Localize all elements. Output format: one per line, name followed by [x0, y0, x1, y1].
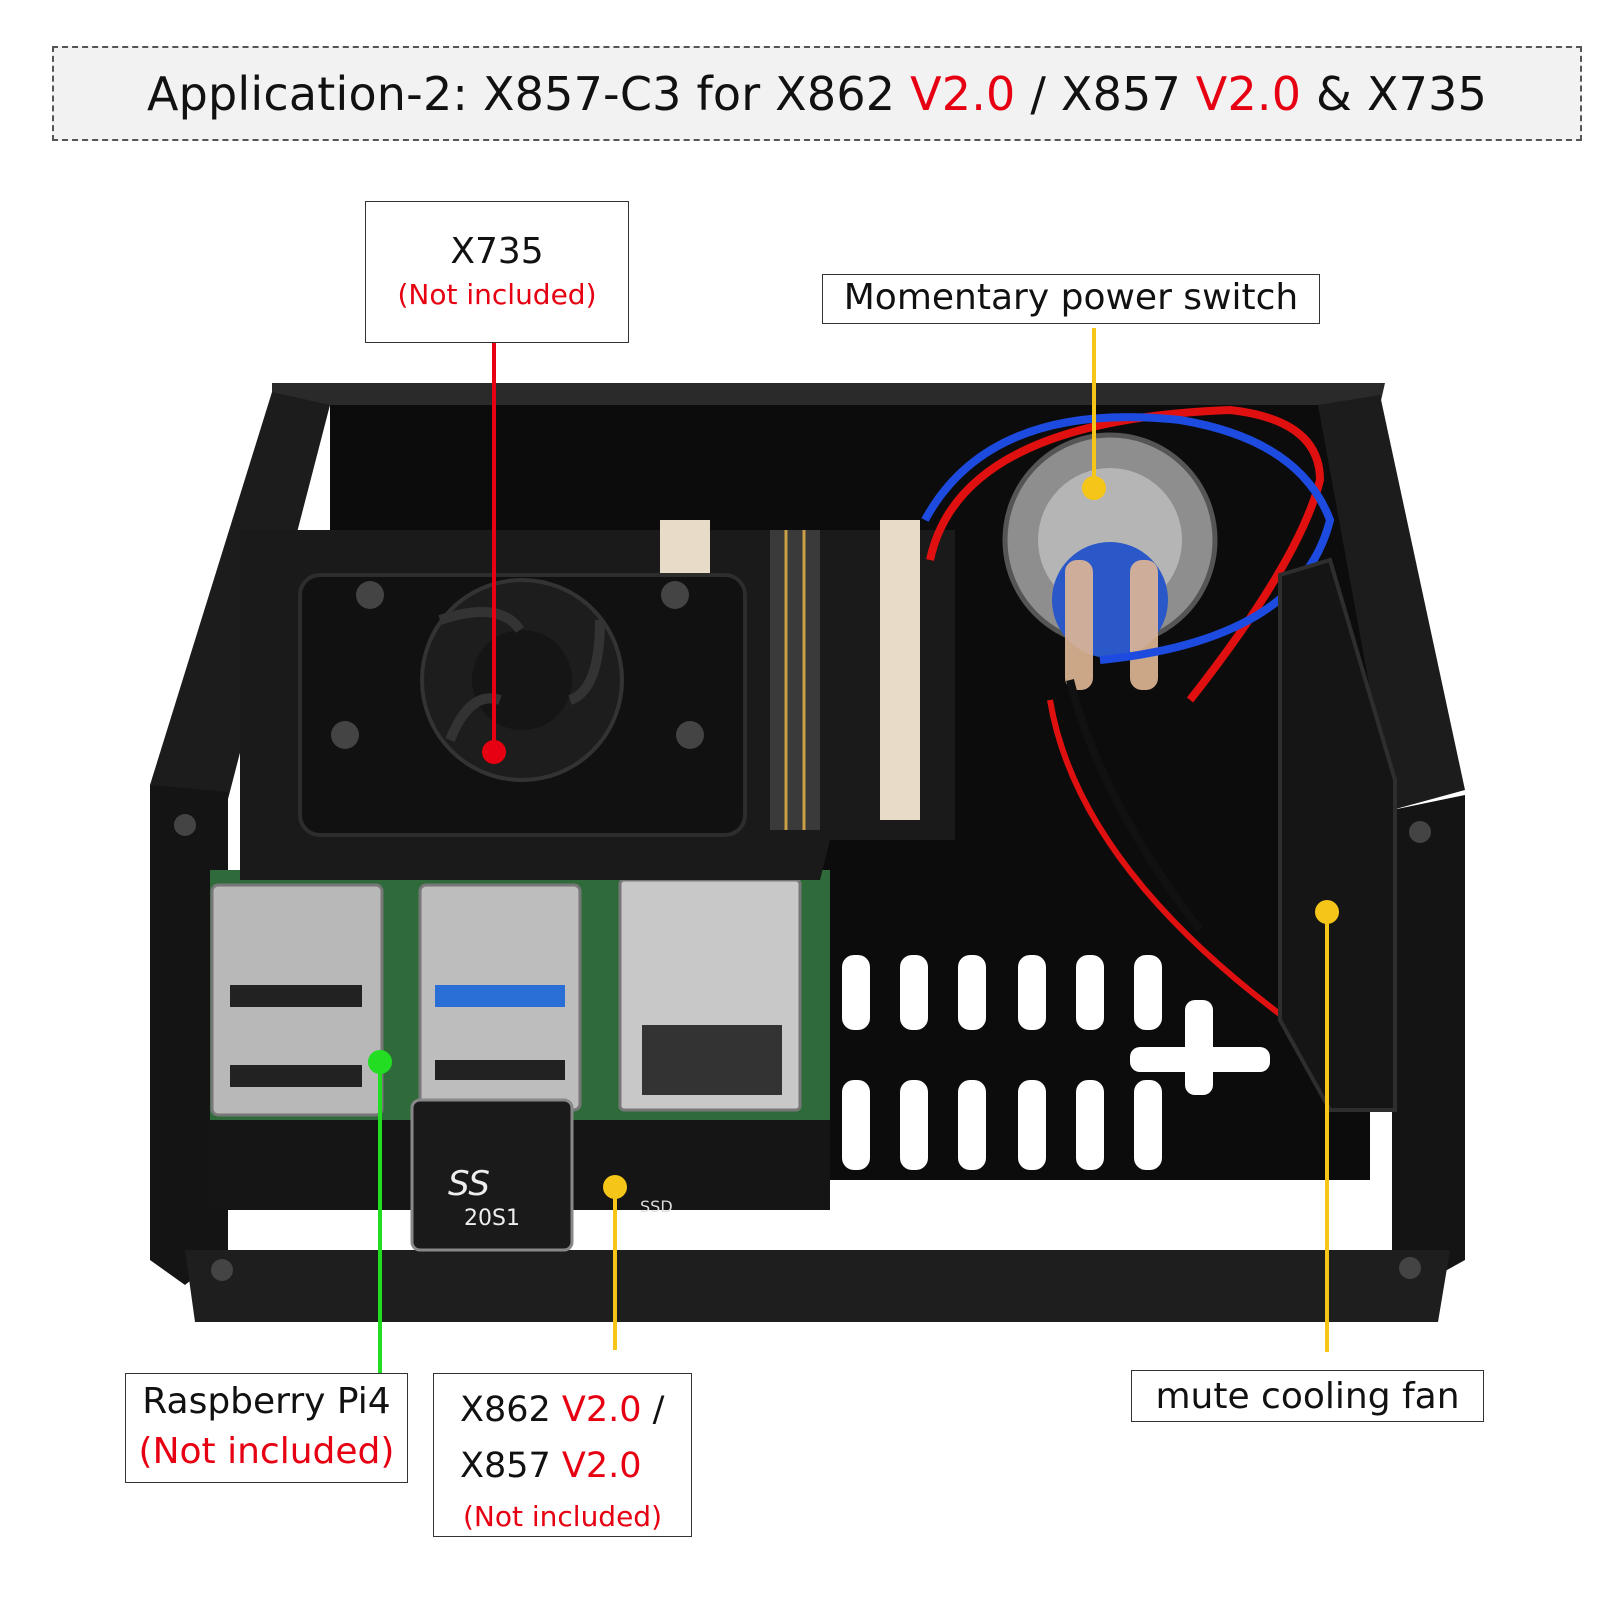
callout-x862-note: (Not included) — [462, 1500, 663, 1533]
callout-x862-line1: X862 V2.0 / — [434, 1382, 691, 1438]
screw-hole — [211, 1259, 233, 1281]
case-left-front — [150, 785, 228, 1285]
callout-x862-line1-model: X862 — [460, 1390, 562, 1430]
usb2-slot — [230, 985, 362, 1007]
vent-slots — [842, 955, 1270, 1170]
dot-x862 — [603, 1175, 627, 1199]
wire-red — [926, 405, 1325, 703]
usb3-slot — [435, 985, 565, 1007]
wire-red-fan — [1047, 699, 1332, 1053]
usb3-slot — [435, 1060, 565, 1080]
callout-x862-line1-sep: / — [641, 1390, 665, 1430]
usb-ss-mark: SS — [448, 1164, 490, 1204]
callout-x862-line2: X857 V2.0 — [434, 1438, 691, 1494]
callout-pi4-note: (Not included) — [138, 1431, 395, 1472]
callout-power-switch: Momentary power switch — [822, 274, 1320, 324]
ethernet-jack — [642, 1025, 782, 1095]
usb-bridge — [410, 1098, 574, 1252]
title-banner: Application-2: X857-C3 for X862 V2.0 / X… — [52, 46, 1582, 141]
callout-x862-line1-version: V2.0 — [561, 1390, 642, 1430]
title-version-1: V2.0 — [910, 66, 1016, 121]
side-fan — [1278, 557, 1397, 1112]
wire-blue — [921, 413, 1335, 664]
ssd-mark: SSD — [640, 1197, 673, 1216]
callout-raspberry-pi4: Raspberry Pi4 (Not included) — [125, 1373, 408, 1483]
title-suffix: & X735 — [1301, 66, 1488, 121]
callout-pi4-name: Raspberry Pi4 — [142, 1381, 391, 1422]
callout-x735-note: (Not included) — [397, 278, 597, 311]
callout-x862-line2-model: X857 — [460, 1446, 562, 1486]
dot-pi4 — [368, 1050, 392, 1074]
callout-x862-line2-version: V2.0 — [561, 1446, 642, 1486]
screw-hole — [1399, 1257, 1421, 1279]
gpio-header — [770, 530, 820, 830]
title-version-2: V2.0 — [1195, 66, 1302, 121]
title-prefix: Application-2: X857-C3 for X862 — [146, 66, 911, 121]
jst-connector — [880, 520, 920, 820]
screw-hole — [1409, 821, 1431, 843]
usb2-slot — [230, 1065, 362, 1087]
case-top-rim — [272, 383, 1385, 405]
callout-x735: X735 (Not included) — [365, 201, 629, 343]
dot-fan — [1315, 900, 1339, 924]
dot-x735 — [482, 740, 506, 764]
dot-switch — [1082, 476, 1106, 500]
case-bottom — [185, 1250, 1450, 1322]
screw-hole — [174, 814, 196, 836]
callout-x735-name: X735 — [450, 231, 544, 272]
callout-cooling-fan: mute cooling fan — [1131, 1370, 1484, 1422]
case-right-front — [1392, 795, 1465, 1285]
title-separator: / X857 — [1015, 66, 1196, 121]
case-right-wall — [1318, 395, 1465, 810]
wire-black — [1066, 679, 1204, 933]
callout-x862: X862 V2.0 / X857 V2.0 (Not included) — [433, 1373, 692, 1537]
jst-connector — [660, 520, 710, 575]
usb-code-mark: 20S1 — [464, 1206, 520, 1231]
